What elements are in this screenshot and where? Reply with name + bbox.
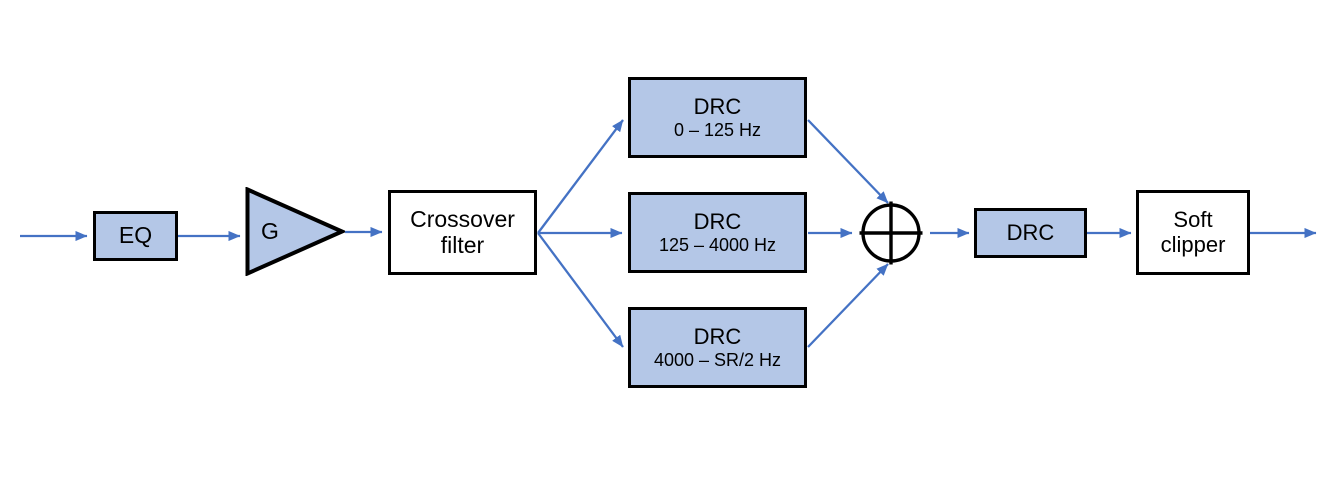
block-drc-mid-title: DRC: [693, 208, 742, 234]
block-drc-low-band[interactable]: DRC 0 – 125 Hz: [628, 77, 807, 158]
block-crossover-line2: filter: [440, 231, 485, 258]
block-eq[interactable]: EQ: [93, 211, 178, 261]
block-drc-mid-band[interactable]: DRC 125 – 4000 Hz: [628, 192, 807, 273]
block-crossover-line1: Crossover: [410, 205, 515, 232]
block-drc-high-title: DRC: [693, 323, 742, 349]
wire-drc-low-to-sum: [807, 119, 889, 204]
block-soft-clipper[interactable]: Soft clipper: [1136, 190, 1250, 275]
block-eq-label: EQ: [118, 222, 153, 249]
block-soft-clipper-line1: Soft: [1173, 206, 1213, 232]
triangle-shape: [245, 187, 345, 276]
block-drc-output[interactable]: DRC: [974, 208, 1087, 258]
wire-drc-high-to-sum: [807, 263, 889, 348]
block-gain-amplifier[interactable]: G: [245, 187, 345, 276]
block-drc-output-label: DRC: [1006, 219, 1055, 245]
crossed-circle-icon: [859, 201, 923, 265]
block-soft-clipper-line2: clipper: [1160, 231, 1226, 257]
block-gain-label: G: [261, 217, 279, 244]
sum-junction[interactable]: [857, 199, 925, 267]
block-drc-mid-range: 125 – 4000 Hz: [658, 235, 777, 256]
block-crossover-filter[interactable]: Crossover filter: [388, 190, 537, 275]
wire-crossover-to-drc-low: [537, 119, 624, 234]
block-drc-low-title: DRC: [693, 93, 742, 119]
wire-crossover-to-drc-high: [537, 232, 624, 348]
block-drc-high-band[interactable]: DRC 4000 – SR/2 Hz: [628, 307, 807, 388]
block-drc-high-range: 4000 – SR/2 Hz: [653, 350, 782, 371]
block-drc-low-range: 0 – 125 Hz: [673, 120, 762, 141]
